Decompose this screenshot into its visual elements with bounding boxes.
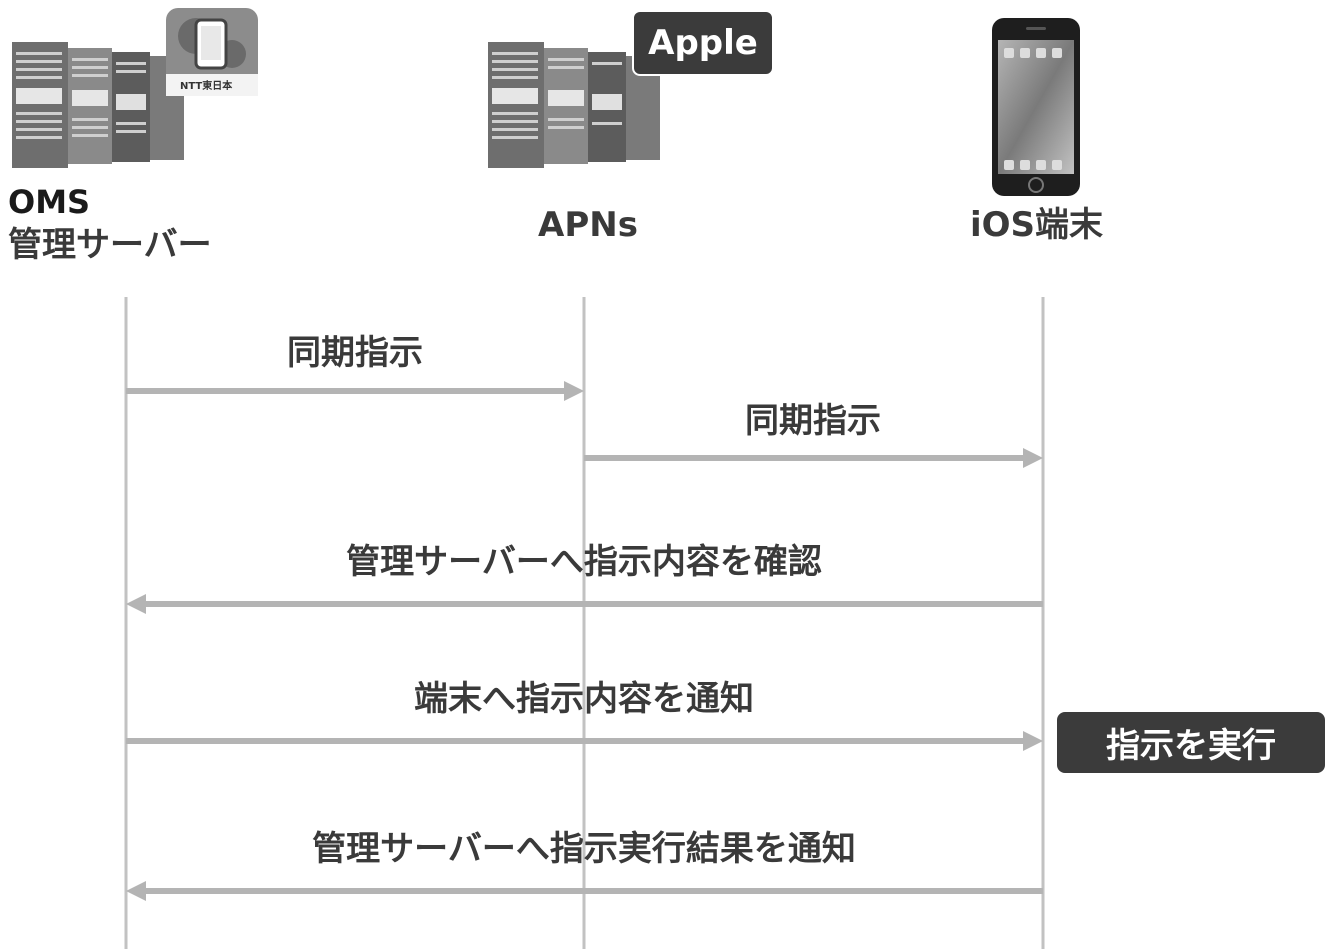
ntt-badge-text: NTT東日本: [180, 81, 233, 92]
ios-label: iOS端末: [970, 205, 1104, 245]
message-label-4: 端末へ指示内容を通知: [414, 679, 754, 719]
message-arrow-4: [126, 731, 1043, 751]
message-label-3: 管理サーバーへ指示内容を確認: [346, 542, 822, 582]
apple-badge: Apple: [632, 10, 774, 76]
oms-label: OMS: [8, 183, 91, 221]
oms-subtitle: 管理サーバー: [8, 225, 212, 265]
message-arrow-5: [126, 881, 1043, 901]
execute-instruction-badge: 指示を実行: [1057, 712, 1325, 773]
message-arrow-2: [584, 448, 1043, 468]
message-arrow-3: [126, 594, 1043, 614]
message-label-1: 同期指示: [287, 333, 423, 373]
message-label-5: 管理サーバーへ指示実行結果を通知: [312, 829, 856, 869]
message-arrow-1: [126, 381, 584, 401]
message-label-2: 同期指示: [745, 401, 881, 441]
apns-label: APNs: [538, 205, 638, 245]
